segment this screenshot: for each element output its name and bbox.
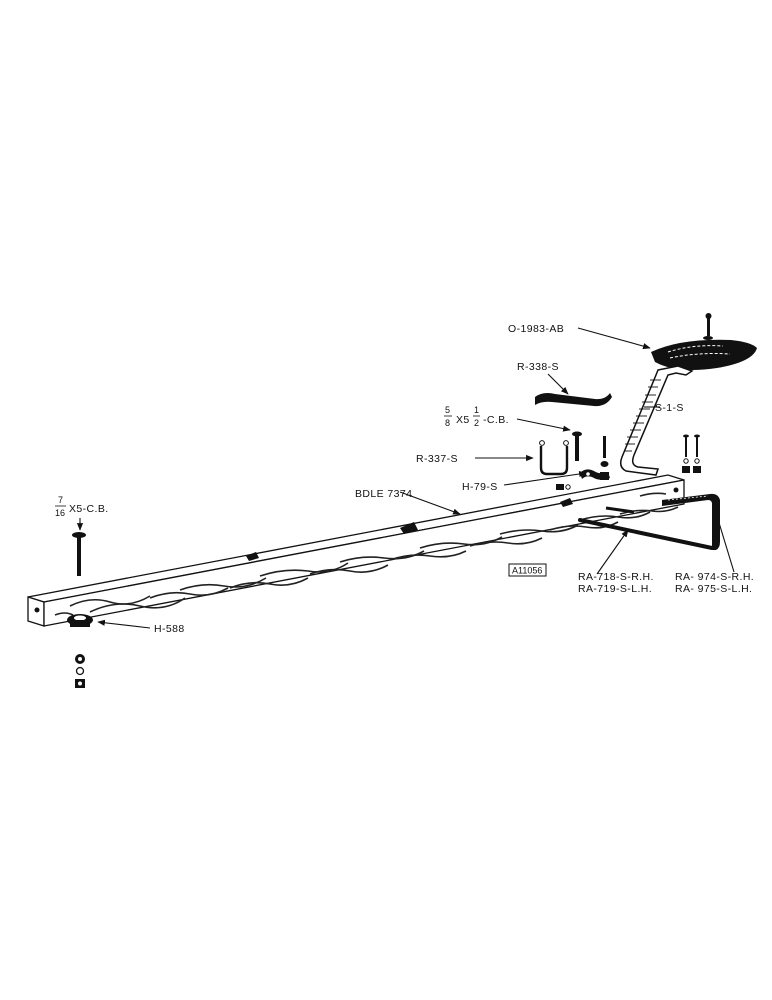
svg-text:1: 1 [474, 405, 479, 415]
label-seat-bar: R-338-S [517, 361, 559, 373]
svg-text:7: 7 [58, 495, 63, 505]
seat-spring [619, 365, 694, 476]
wooden-pole [27, 474, 685, 627]
clamp [556, 469, 610, 490]
label-bolt-5-8: 5 8 X5 1 2 -C.B. [444, 405, 509, 428]
label-brace-lh: RA- 975-S-L.H. [675, 583, 752, 595]
label-seat: O-1983-AB [508, 323, 564, 335]
hitch-plate-h-588 [67, 614, 93, 627]
svg-text:X5-C.B.: X5-C.B. [69, 503, 109, 515]
label-pole: BDLE 7374 [355, 488, 412, 500]
svg-text:5: 5 [445, 405, 450, 415]
label-clamp: H-79-S [462, 481, 498, 493]
lock-washer [75, 654, 85, 664]
seat [651, 313, 757, 370]
label-hitch: H-588 [154, 623, 185, 635]
u-bolt [539, 440, 569, 476]
label-brace-rod-rh: RA-718-S-R.H. [578, 571, 654, 583]
svg-text:2: 2 [474, 418, 479, 428]
svg-text:-C.B.: -C.B. [483, 414, 509, 426]
leader-lines [76, 327, 735, 629]
label-brace-rod-lh: RA-719-S-L.H. [578, 583, 652, 595]
square-nut [75, 679, 85, 688]
brace-rod [578, 506, 714, 550]
label-brace-rh: RA- 974-S-R.H. [675, 571, 754, 583]
seat-bar [535, 393, 612, 407]
svg-text:16: 16 [55, 508, 65, 518]
carriage-bolt-7-16 [72, 532, 86, 576]
spring-bolts [682, 434, 701, 473]
figure-code-box: A11056 [508, 563, 547, 577]
washer [75, 666, 85, 676]
svg-text:X5: X5 [456, 414, 470, 426]
carriage-bolt-5-8 [572, 431, 582, 461]
label-seat-spring: S-1-S [655, 402, 684, 414]
label-u-bolt: R-337-S [416, 453, 458, 465]
figure-code: A11056 [512, 566, 542, 576]
label-bolt-7-16: 7 16 X5-C.B. [55, 495, 109, 518]
brace [662, 493, 720, 550]
wood-grain [54, 492, 679, 616]
svg-text:8: 8 [445, 418, 450, 428]
